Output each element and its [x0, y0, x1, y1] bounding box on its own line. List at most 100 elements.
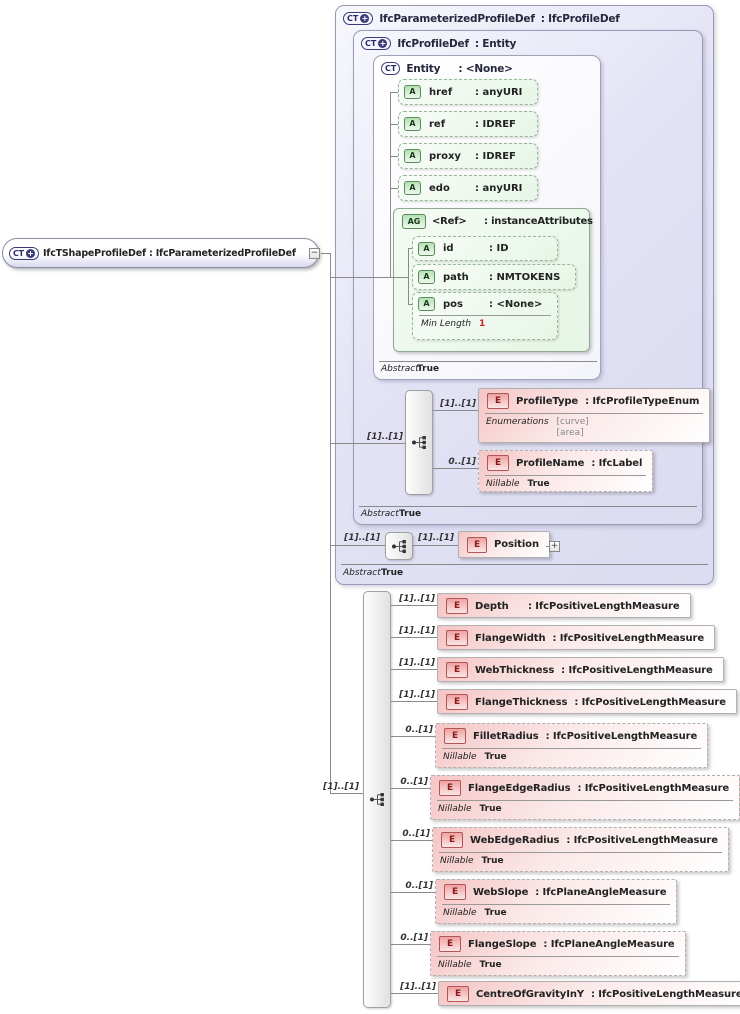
complextype-plus-icon: CT+ [361, 37, 392, 50]
facet-label: Abstract [343, 568, 381, 578]
facet-row: Enumerations [curve] [area] [479, 414, 709, 438]
element-row: E WebEdgeRadius : IfcPositiveLengthMeasure [433, 828, 728, 852]
facet-separator [442, 904, 671, 905]
connector-line [390, 92, 391, 278]
element-type: : IfcPositiveLengthMeasure [561, 664, 713, 676]
enumeration-values: [curve] [area] [557, 417, 589, 438]
sequence-icon [411, 436, 426, 449]
expand-button[interactable]: + [549, 541, 560, 552]
facet-row: Nillable True [479, 476, 652, 489]
root-element-ifctshapeprofiledef[interactable]: CT+ IfcTShapeProfileDef : IfcParameteriz… [2, 238, 319, 268]
connector-line [330, 443, 405, 444]
attribute-icon: A [404, 181, 421, 195]
facet-value: 1 [479, 319, 486, 329]
connector-line [390, 92, 398, 93]
connector-line [433, 468, 478, 469]
attribute-icon: A [418, 241, 435, 256]
element-box-profilename[interactable]: E ProfileName : IfcLabel Nillable True [478, 450, 654, 492]
facet-label: Abstract [361, 509, 399, 519]
complextype-base: : IfcProfileDef [540, 12, 620, 25]
connector-line [391, 944, 430, 945]
element-row: E Position [459, 532, 549, 557]
cardinality-label: 0..[1] [405, 881, 433, 891]
enumeration-value: [curve] [556, 417, 589, 427]
facet-value: True [527, 479, 550, 489]
attribute-name: id [443, 243, 454, 254]
facet-value: True [479, 960, 502, 970]
element-type: : IfcPositiveLengthMeasure [577, 782, 730, 794]
complextype-header: CT+ IfcParameterizedProfileDef : IfcProf… [336, 6, 713, 25]
facet-label: Nillable [443, 908, 477, 918]
element-name: FlangeWidth [475, 632, 546, 644]
attribute-type: : NMTOKENS [489, 271, 561, 283]
facet-label: Nillable [438, 960, 472, 970]
connector-line [391, 736, 435, 737]
element-box-profiletype[interactable]: E ProfileType : IfcProfileTypeEnum Enume… [478, 388, 711, 443]
element-icon: E [487, 455, 509, 471]
connector-line [330, 793, 363, 794]
cardinality-label: [1]..[1] [323, 782, 359, 792]
element-type: : IfcPositiveLengthMeasure [574, 696, 726, 708]
element-name: WebEdgeRadius [470, 834, 560, 846]
attribute-icon: A [404, 149, 421, 163]
facet-label: Nillable [440, 856, 474, 866]
root-element-label: IfcTShapeProfileDef : IfcParameterizedPr… [42, 247, 296, 259]
attribute-icon: A [404, 85, 421, 99]
element-box-webedgeradius[interactable]: E WebEdgeRadius : IfcPositiveLengthMeasure… [432, 827, 729, 872]
facet-label: Nillable [443, 752, 477, 762]
connector-line [390, 124, 398, 125]
connector-line [321, 253, 330, 254]
sequence-compositor[interactable] [405, 390, 433, 495]
element-name: FilletRadius [473, 730, 539, 742]
complextype-name: Entity [406, 62, 441, 75]
complextype-icon: CT [381, 62, 401, 75]
element-icon: E [444, 728, 466, 744]
sequence-compositor[interactable] [363, 591, 391, 1008]
facet-separator [437, 800, 734, 801]
connector-line [390, 156, 398, 157]
element-box-position[interactable]: E Position [458, 531, 550, 558]
element-icon: E [441, 832, 463, 848]
element-type: : IfcPositiveLengthMeasure [566, 834, 718, 846]
connector-line [391, 892, 435, 893]
facet-separator [379, 361, 597, 362]
attribute-name: href [429, 86, 453, 98]
element-row: E ProfileType : IfcProfileTypeEnum [479, 389, 709, 413]
element-type: : IfcLabel [591, 457, 643, 469]
element-type: : IfcPositiveLengthMeasure [545, 730, 698, 742]
element-icon: E [467, 536, 487, 553]
facet-separator [437, 956, 679, 957]
attribute-type: : <None> [489, 298, 543, 310]
connector-line [330, 277, 408, 278]
cardinality-label: [1]..[1] [399, 626, 435, 636]
element-type: : IfcPositiveLengthMeasure [591, 988, 740, 1000]
sequence-compositor[interactable] [385, 532, 413, 560]
connector-line [391, 701, 437, 702]
complextype-name: IfcProfileDef [397, 37, 469, 50]
complextype-plus-icon: CT+ [343, 12, 374, 25]
connector-line [546, 546, 549, 547]
facet-value: True [479, 804, 502, 814]
collapse-button[interactable]: − [309, 248, 320, 259]
connector-line [391, 788, 430, 789]
